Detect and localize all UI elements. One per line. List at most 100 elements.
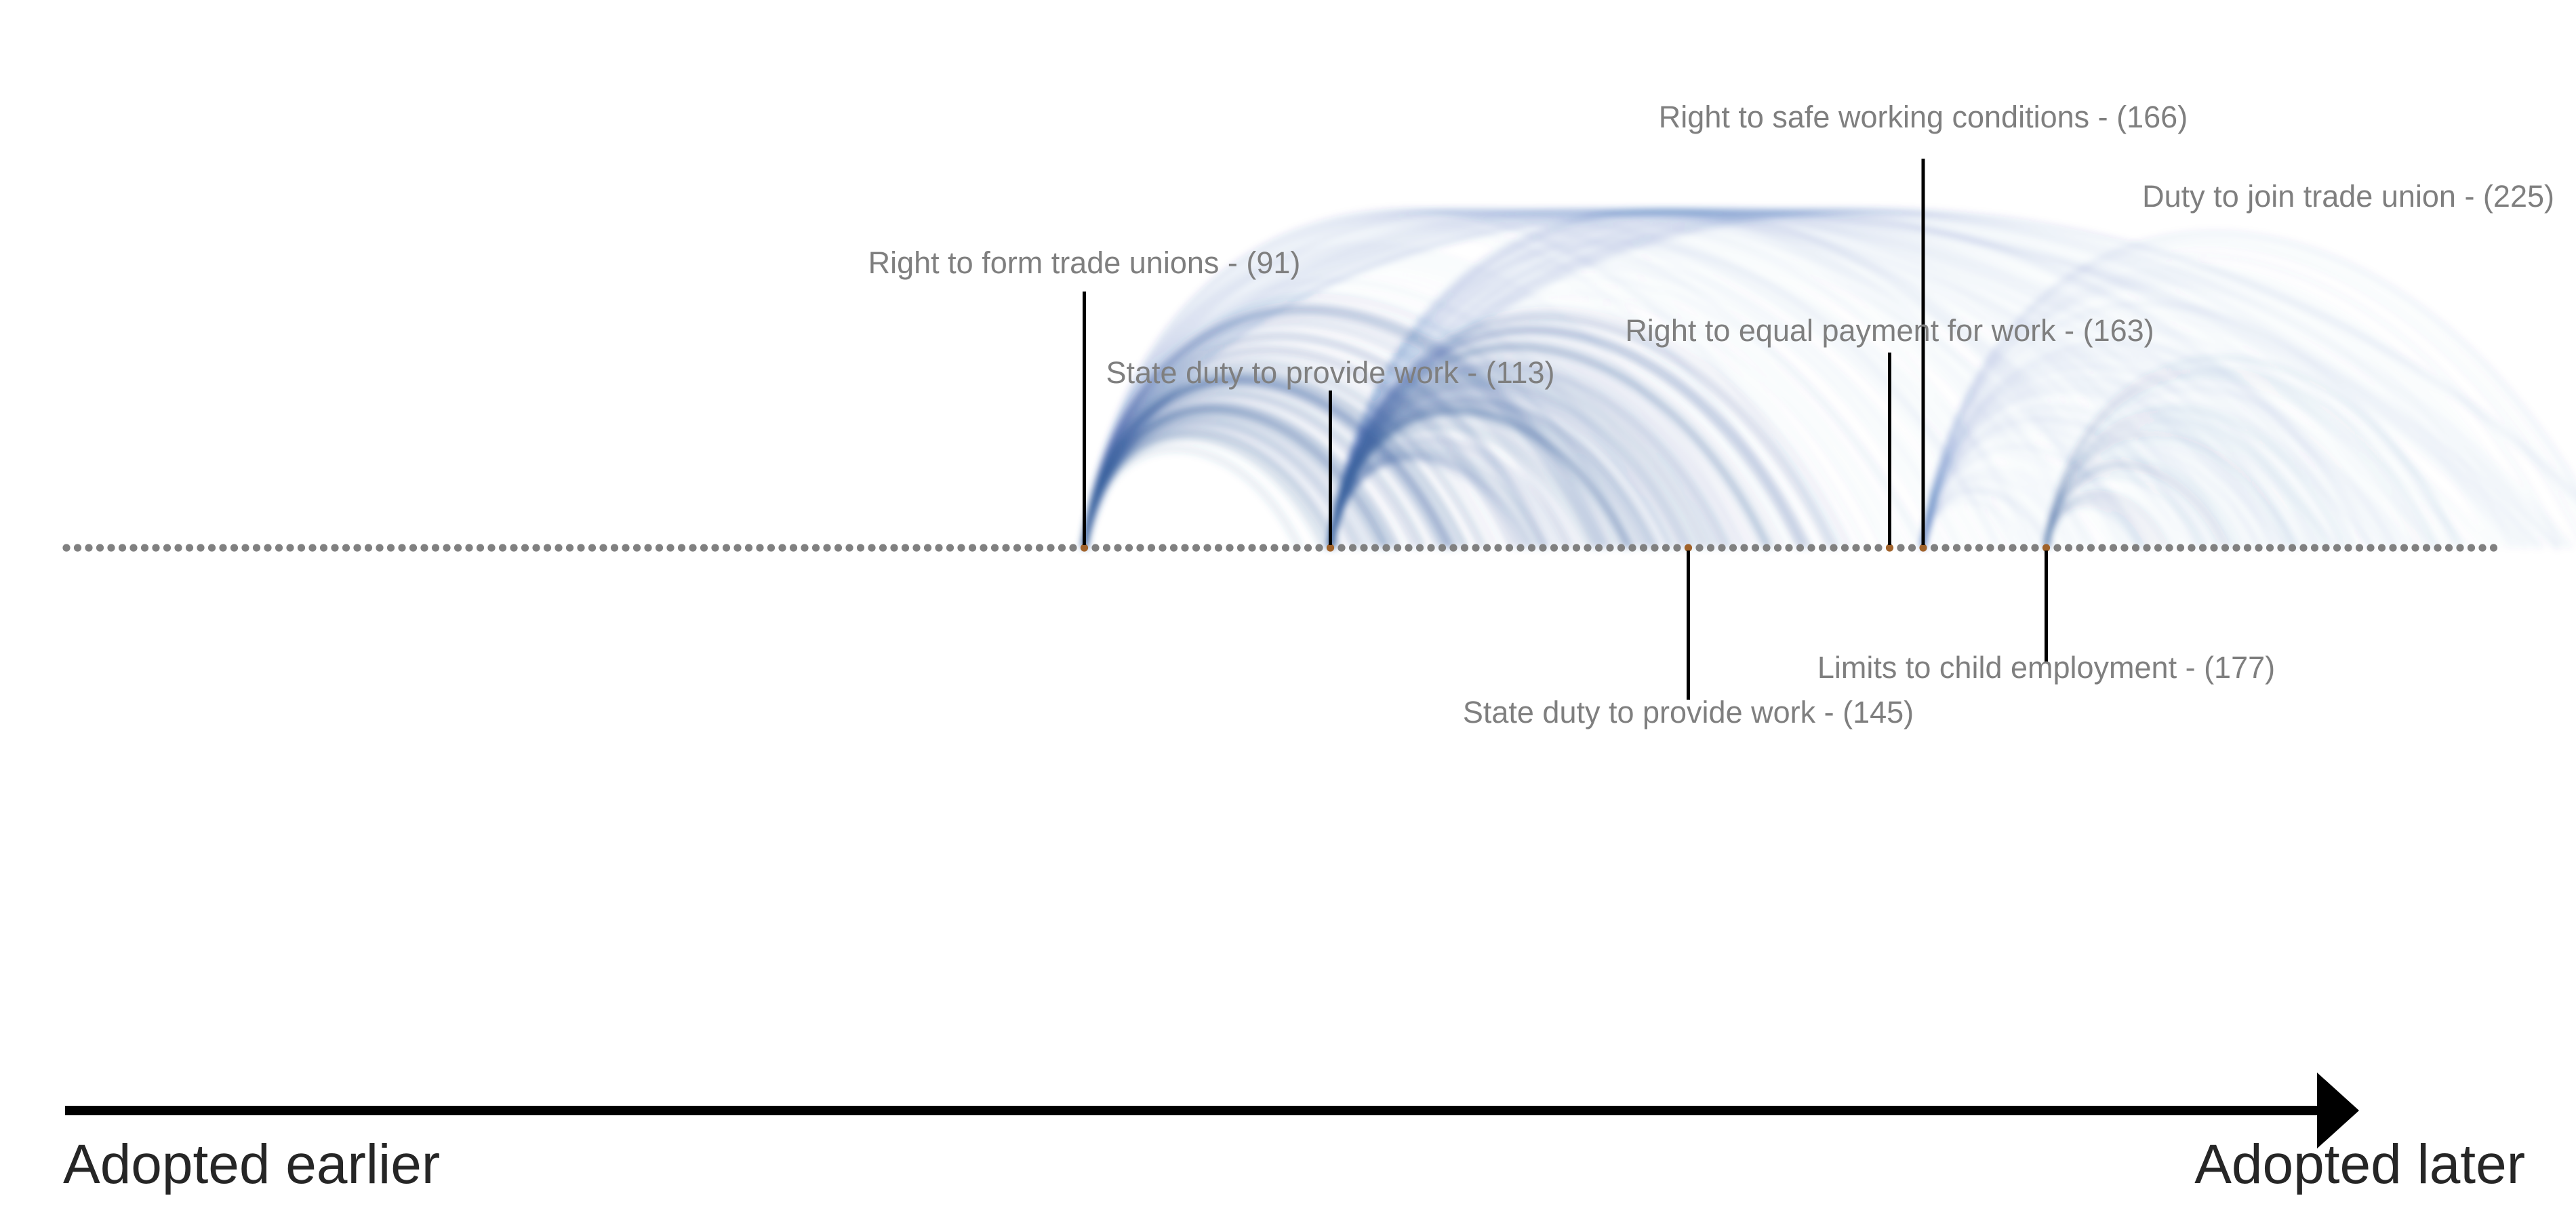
dot xyxy=(431,544,440,552)
dot xyxy=(1002,544,1010,552)
dot xyxy=(140,544,149,552)
dot xyxy=(465,544,473,552)
annotation-labels: Right to form trade unions - (91) State d… xyxy=(868,100,2554,730)
dot xyxy=(990,544,999,552)
dot xyxy=(2377,544,2386,552)
dot xyxy=(275,544,283,552)
dot xyxy=(2143,544,2151,552)
dot-row xyxy=(62,544,2498,552)
dot xyxy=(1035,544,1044,552)
dot xyxy=(1281,544,1290,552)
dot xyxy=(174,544,182,552)
dot xyxy=(2064,544,2073,552)
dot xyxy=(1192,544,1201,552)
dot xyxy=(655,544,664,552)
dot xyxy=(1729,544,1737,552)
connection-arc xyxy=(1081,435,1326,550)
dot xyxy=(1315,544,1323,552)
dot xyxy=(1594,544,1603,552)
dot xyxy=(2456,544,2464,552)
dot xyxy=(2444,544,2453,552)
dot xyxy=(845,544,853,552)
dot xyxy=(1214,544,1223,552)
dot xyxy=(1058,544,1066,552)
dot xyxy=(2098,544,2106,552)
dot xyxy=(353,544,361,552)
dot xyxy=(1807,544,1815,552)
highlighted-dot xyxy=(1885,544,1894,552)
dot xyxy=(1628,544,1636,552)
dot xyxy=(1013,544,1022,552)
dot xyxy=(297,544,306,552)
annotation-label: Right to safe working conditions - (166) xyxy=(1659,100,2188,134)
dot xyxy=(868,544,876,552)
dot xyxy=(923,544,932,552)
dot xyxy=(207,544,216,552)
dot xyxy=(1561,544,1569,552)
dot xyxy=(1169,544,1178,552)
dot xyxy=(901,544,910,552)
dot xyxy=(2087,544,2095,552)
dot xyxy=(510,544,518,552)
dot xyxy=(2198,544,2207,552)
dot xyxy=(555,544,563,552)
dot xyxy=(521,544,529,552)
dot xyxy=(1147,544,1156,552)
dot xyxy=(565,544,574,552)
dot xyxy=(376,544,384,552)
dot xyxy=(1102,544,1111,552)
dot xyxy=(1785,544,1793,552)
dot xyxy=(722,544,731,552)
dot xyxy=(2120,544,2129,552)
dot xyxy=(1483,544,1491,552)
annotation-label: Right to form trade unions - (91) xyxy=(868,245,1301,280)
dot xyxy=(2053,544,2061,552)
annotation-label: Right to equal payment for work - (163) xyxy=(1625,313,2154,348)
dot xyxy=(1259,544,1268,552)
dot xyxy=(2422,544,2431,552)
dot xyxy=(342,544,350,552)
dot xyxy=(879,544,887,552)
dot xyxy=(823,544,831,552)
connection-arc xyxy=(2044,374,2420,549)
dot xyxy=(811,544,820,552)
dot xyxy=(331,544,339,552)
dot xyxy=(2322,544,2330,552)
dot xyxy=(1236,544,1245,552)
annotation-label: State duty to provide work - (113) xyxy=(1106,355,1555,390)
dot xyxy=(2188,544,2196,552)
dot xyxy=(1852,544,1860,552)
dot xyxy=(2243,544,2252,552)
highlighted-dot xyxy=(1684,544,1693,552)
dot xyxy=(980,544,988,552)
dot xyxy=(1673,544,1681,552)
dot xyxy=(2076,544,2084,552)
dot xyxy=(778,544,786,552)
dot xyxy=(677,544,686,552)
dot xyxy=(1606,544,1614,552)
dot xyxy=(532,544,540,552)
dot xyxy=(733,544,742,552)
annotation-label: State duty to provide work - (145) xyxy=(1463,695,1914,730)
dot xyxy=(1248,544,1256,552)
highlighted-dot xyxy=(1080,544,1089,552)
dot xyxy=(163,544,172,552)
dot xyxy=(264,544,272,552)
dot xyxy=(2355,544,2364,552)
dot xyxy=(2489,544,2498,552)
dot xyxy=(1952,544,1961,552)
dot xyxy=(644,544,652,552)
connection-arc xyxy=(1327,378,1695,550)
dot xyxy=(957,544,965,552)
highlighted-dot xyxy=(1919,544,1927,552)
dot xyxy=(1449,544,1457,552)
dot xyxy=(2288,544,2297,552)
dot xyxy=(1371,544,1380,552)
dot xyxy=(1136,544,1144,552)
dot xyxy=(2009,544,2017,552)
dot xyxy=(1472,544,1480,552)
dot xyxy=(1572,544,1581,552)
dot xyxy=(890,544,898,552)
dot xyxy=(666,544,675,552)
dot xyxy=(219,544,227,552)
